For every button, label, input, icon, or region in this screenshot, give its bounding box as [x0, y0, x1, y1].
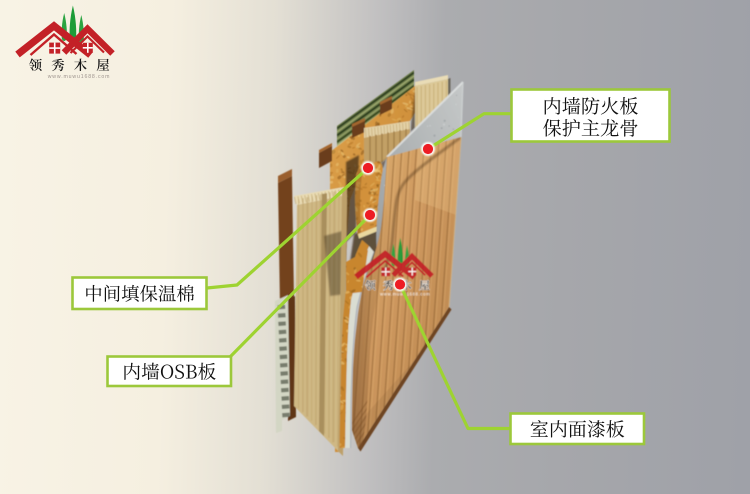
svg-text:www.muwu1688.com: www.muwu1688.com — [48, 74, 111, 80]
